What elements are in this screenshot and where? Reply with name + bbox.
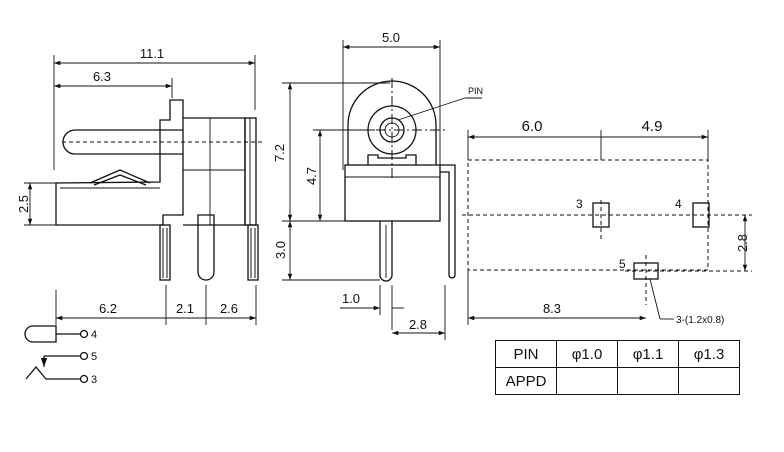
dim-overall-width: 11.1 bbox=[140, 46, 164, 61]
dim-pin-width: 1.0 bbox=[342, 291, 360, 306]
table-header-row: PIN φ1.0 φ1.1 φ1.3 bbox=[495, 340, 740, 368]
dim-front-width: 5.0 bbox=[382, 30, 400, 45]
dim-shell-length: 6.3 bbox=[93, 69, 111, 84]
pad-4-label: 4 bbox=[675, 197, 682, 211]
pad-note: 3-(1.2x0.8) bbox=[676, 315, 724, 326]
schematic-symbol: 4 5 3 bbox=[24, 325, 97, 386]
table-row-label: APPD bbox=[495, 367, 557, 395]
dim-center-height: 4.7 bbox=[304, 167, 319, 185]
dim-total-height: 7.2 bbox=[272, 144, 287, 162]
dim-bottom-b: 2.1 bbox=[176, 301, 194, 316]
dim-footprint-left: 6.0 bbox=[522, 118, 543, 135]
schematic-pin-4: 4 bbox=[91, 329, 97, 341]
dim-bottom-c: 2.6 bbox=[220, 301, 238, 316]
table-cell bbox=[617, 367, 679, 395]
footprint-view: 6.0 4.9 3 4 5 2.8 8.3 3-(1.2x0.8) bbox=[462, 118, 752, 326]
table-cell bbox=[678, 367, 740, 395]
table-header-d1: φ1.0 bbox=[556, 340, 618, 368]
pad-5-label: 5 bbox=[619, 257, 626, 271]
table-header-d2: φ1.1 bbox=[617, 340, 679, 368]
dim-bottom-a: 6.2 bbox=[99, 301, 117, 316]
pin-size-table: PIN φ1.0 φ1.1 φ1.3 APPD bbox=[495, 340, 740, 395]
dim-footprint-vertical: 2.8 bbox=[735, 234, 750, 252]
pad-3 bbox=[592, 202, 610, 228]
pad-4 bbox=[692, 202, 710, 228]
schematic-pin-3: 3 bbox=[91, 374, 97, 386]
table-cell bbox=[556, 367, 618, 395]
pad-5 bbox=[633, 262, 659, 280]
dim-height: 2.5 bbox=[16, 195, 31, 213]
table-row: APPD bbox=[495, 367, 740, 395]
dim-pin-length: 3.0 bbox=[273, 241, 288, 259]
dim-footprint-bottom: 8.3 bbox=[543, 301, 561, 316]
table-header-pin: PIN bbox=[495, 340, 557, 368]
pad-3-label: 3 bbox=[576, 197, 583, 211]
schematic-pin-5: 5 bbox=[91, 351, 97, 363]
dim-pin-offset: 2.8 bbox=[409, 317, 427, 332]
front-view: 5.0 7.2 4.7 3.0 PIN bbox=[272, 30, 483, 340]
dim-footprint-right: 4.9 bbox=[642, 118, 663, 135]
side-view: 11.1 6.3 2.5 bbox=[16, 46, 262, 325]
pin-label: PIN bbox=[468, 86, 483, 96]
table-header-d3: φ1.3 bbox=[678, 340, 740, 368]
